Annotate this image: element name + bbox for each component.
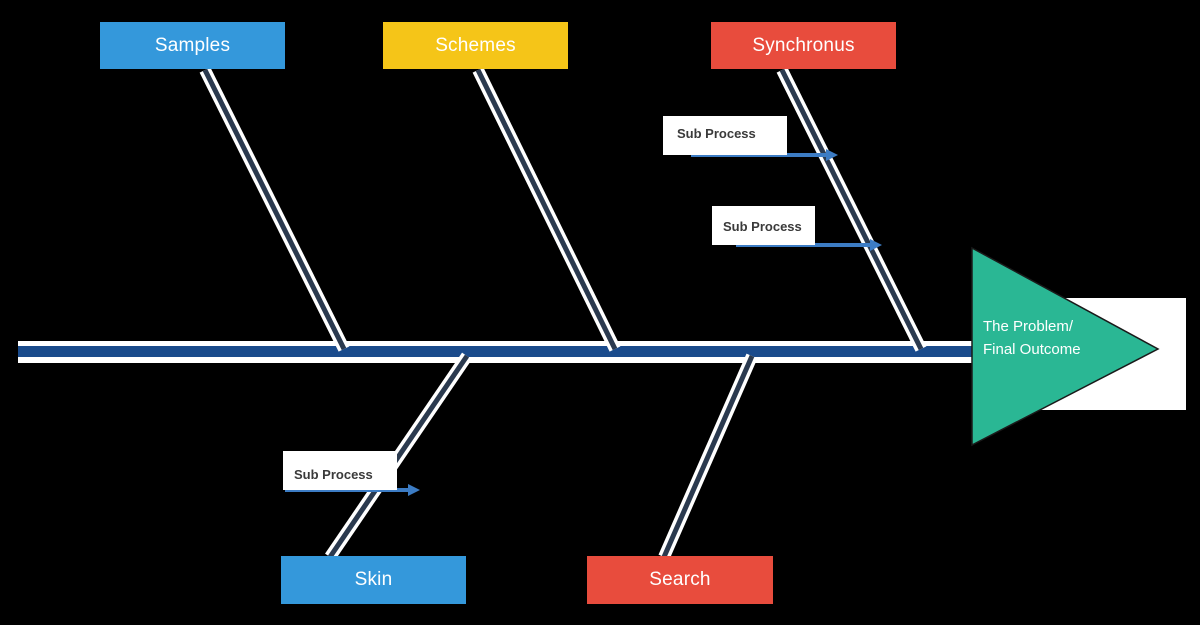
category-box-schemes[interactable]: Schemes (383, 22, 568, 69)
category-box-skin[interactable]: Skin (281, 556, 466, 604)
rib-schemes (472, 67, 621, 352)
category-box-search[interactable]: Search (587, 556, 773, 604)
subprocess-box-2[interactable] (712, 206, 815, 245)
category-label-search: Search (649, 569, 711, 590)
category-label-skin: Skin (354, 569, 393, 590)
subprocess-label-2: Sub Process (723, 219, 802, 234)
spine-bar (18, 346, 975, 357)
rib-search (658, 353, 758, 560)
subprocess-label-3: Sub Process (294, 467, 373, 482)
rib-samples (199, 67, 350, 352)
category-box-synchronus[interactable]: Synchronus (711, 22, 896, 69)
category-label-schemes: Schemes (435, 34, 516, 56)
subprocess-label-1: Sub Process (677, 126, 756, 141)
category-label-synchronus: Synchronus (752, 34, 855, 56)
spine-outline-top (18, 341, 975, 347)
subprocess-box-3[interactable] (283, 451, 397, 490)
spine-outline-bottom (18, 357, 975, 363)
category-label-samples: Samples (154, 34, 231, 56)
problem-head-label: The Problem/ Final Outcome (983, 318, 1081, 358)
subprocess-box-1[interactable] (663, 116, 787, 155)
category-box-samples[interactable]: Samples (100, 22, 285, 69)
